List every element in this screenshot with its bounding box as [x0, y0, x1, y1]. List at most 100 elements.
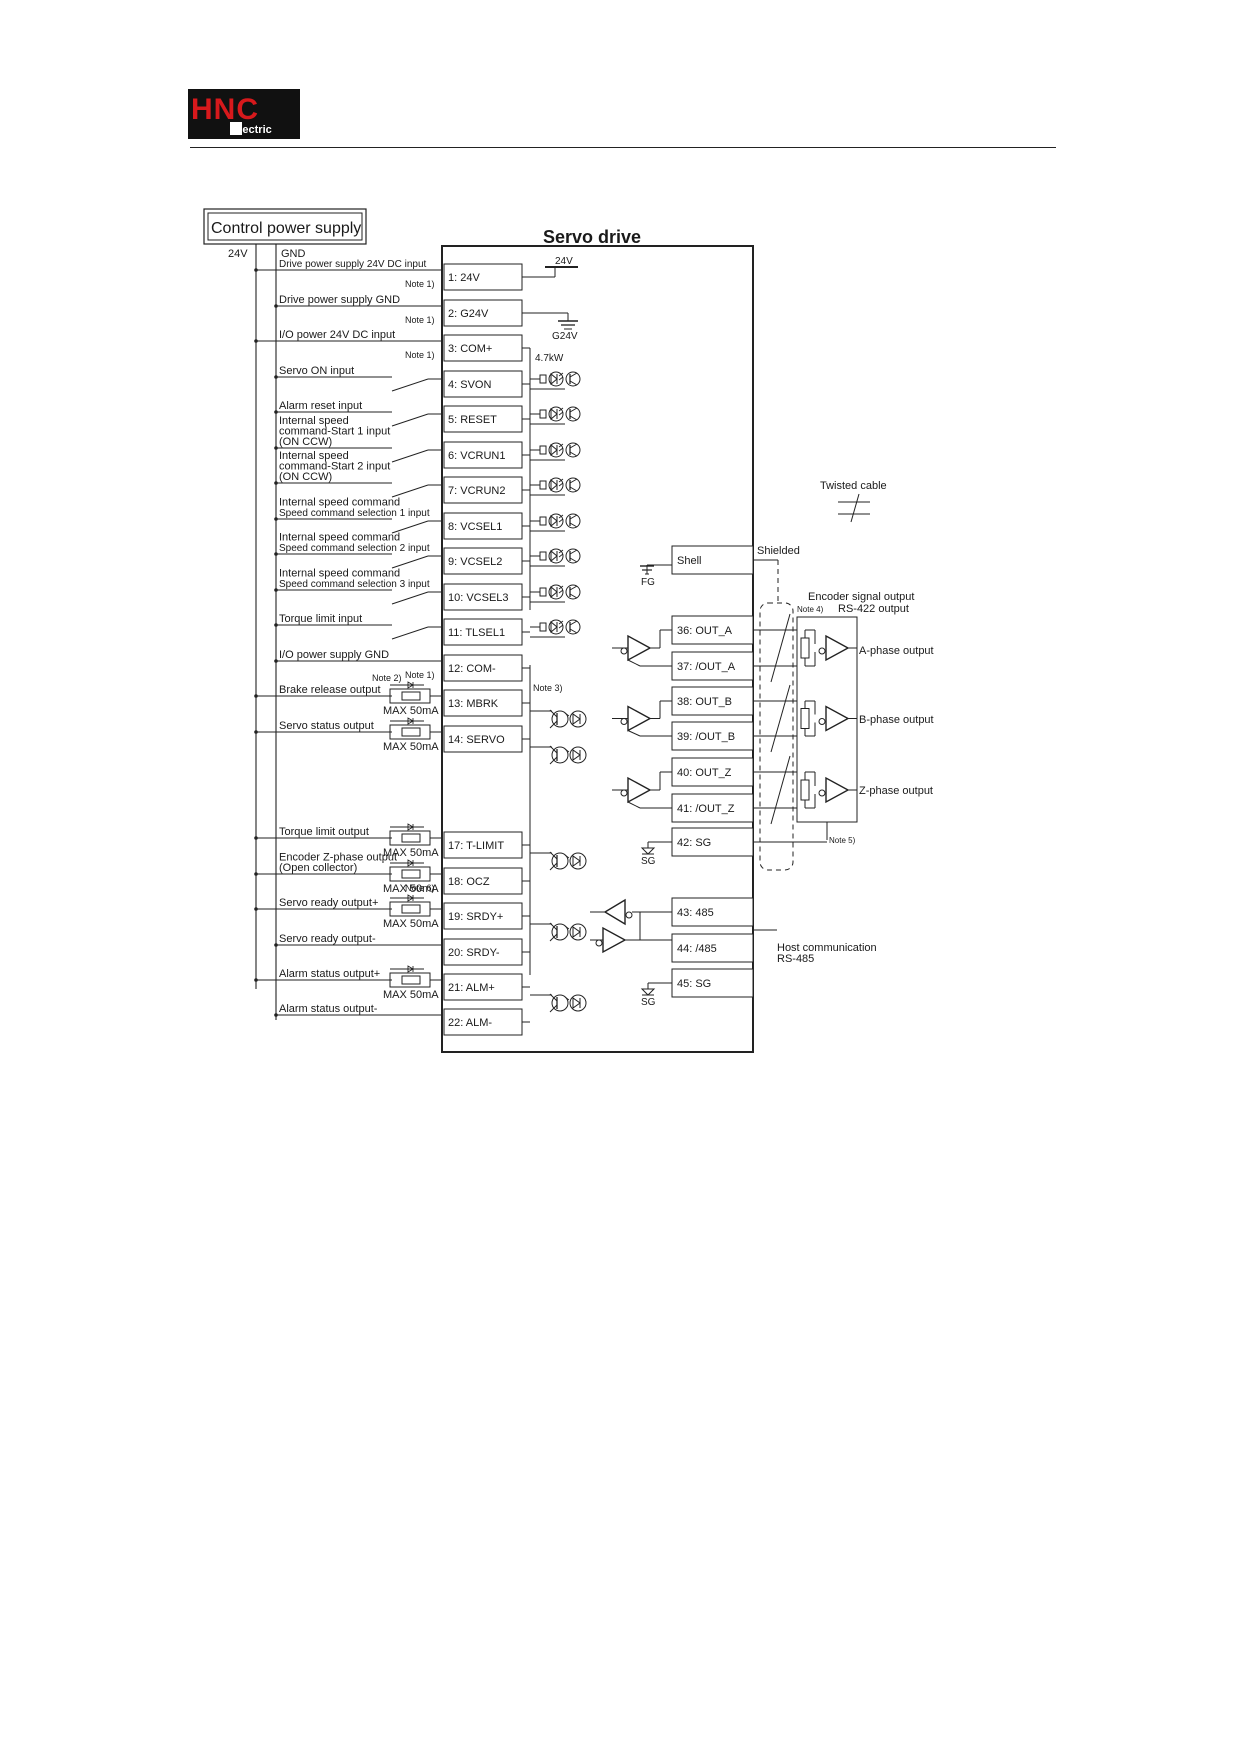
- terminal-box: [443, 902, 523, 930]
- host-comm-label: Host communication: [777, 942, 877, 954]
- switch-blade: [391, 413, 429, 427]
- shield-dashed-enclosure: [759, 602, 794, 871]
- terminal-box: [443, 725, 523, 753]
- terminal-box: [443, 654, 523, 682]
- encoder-receivers: [818, 635, 849, 803]
- terminal-label: 10: VCSEL3: [448, 592, 509, 604]
- optocoupler-output: [549, 851, 587, 871]
- max-current-label: MAX 50mA: [383, 847, 439, 859]
- signal-name: Alarm status output-: [279, 1003, 378, 1015]
- max-current-label: MAX 50mA: [383, 705, 439, 717]
- encoder-title: Encoder signal output: [808, 591, 914, 603]
- signal-name: I/O power 24V DC input: [279, 329, 395, 341]
- receiver-buffer: [818, 635, 849, 661]
- terminal-box: [671, 615, 754, 645]
- resistor-label: 4.7kW: [535, 353, 564, 364]
- terminal-label: 9: VCSEL2: [448, 556, 502, 568]
- terminal-label: 8: VCSEL1: [448, 521, 502, 533]
- optocoupler-input: [539, 548, 581, 564]
- signal-name: Internal speed command: [279, 532, 400, 544]
- line-driver-2: [612, 755, 857, 825]
- terminal-label: 14: SERVO: [448, 734, 505, 746]
- terminal-22: 22: ALM- Alarm status output-: [274, 1003, 530, 1036]
- driver-inv: [627, 730, 641, 737]
- sg-symbol-45: [641, 982, 655, 996]
- junction-dot: [274, 375, 278, 379]
- twisted-legend-stroke: [850, 493, 860, 523]
- signal-name: (ON CCW): [279, 471, 332, 483]
- optocoupler-input: [539, 371, 581, 387]
- terminal-box: [671, 793, 754, 823]
- terminal-label: 13: MBRK: [448, 698, 499, 710]
- junction-dot: [274, 588, 278, 592]
- terminal-label: 6: VCRUN1: [448, 450, 505, 462]
- optocoupler-input: [539, 406, 581, 422]
- signal-name: Internal speed: [279, 415, 349, 427]
- receiver-buffer: [818, 705, 849, 732]
- logo-e-box: [230, 122, 242, 135]
- switch-blade: [391, 378, 429, 392]
- right-terminal: 41: /OUT_Z: [671, 793, 754, 823]
- signal-name: command-Start 1 input: [279, 426, 390, 438]
- switch-blade: [391, 520, 429, 534]
- servo-drive-box: [441, 245, 754, 1053]
- junction-dot: [274, 481, 278, 485]
- terminal-box: [443, 405, 523, 433]
- signal-name: Brake release output: [279, 684, 381, 696]
- terminal-label: 22: ALM-: [448, 1017, 492, 1029]
- signal-name: Servo ready output-: [279, 933, 376, 945]
- driver-buffer: [620, 705, 651, 732]
- driver-inv: [627, 659, 641, 667]
- signal-name: (Open collector): [279, 862, 357, 874]
- signal-name: Alarm status output+: [279, 968, 380, 980]
- note-label: Note 1): [405, 315, 435, 325]
- terminal-20: 20: SRDY-Servo ready output-: [274, 933, 530, 966]
- optocoupler-output: [549, 745, 587, 765]
- junction-dot: [274, 943, 278, 947]
- junction-dot: [274, 304, 278, 308]
- shielded-label: Shielded: [757, 545, 800, 557]
- terminal-label: 21: ALM+: [448, 982, 495, 994]
- twist-stroke: [770, 684, 791, 753]
- terminal-box: [443, 547, 523, 575]
- optocoupler-input: [539, 477, 581, 493]
- terminal-label: 41: /OUT_Z: [677, 803, 735, 815]
- line-driver-1: [612, 684, 857, 753]
- max-current-label: MAX 50mA: [383, 741, 439, 753]
- signal-name: Speed command selection 1 input: [279, 508, 430, 519]
- receiver-buffer: [818, 777, 849, 803]
- terminal-box: [443, 299, 523, 327]
- right-terminal: Shell: [671, 545, 754, 575]
- terminal-box: [671, 827, 754, 857]
- fg-label: FG: [641, 577, 655, 588]
- signal-name: Alarm reset input: [279, 400, 362, 412]
- termination-resistor: [800, 779, 810, 801]
- terminal-label: 42: SG: [677, 837, 711, 849]
- optocoupler-output: [549, 993, 587, 1013]
- relay-symbol: [389, 894, 431, 917]
- driver-buffer: [620, 777, 651, 803]
- g24v-label: G24V: [552, 331, 578, 342]
- note3-label: Note 3): [533, 683, 563, 693]
- right-terminal: 39: /OUT_B: [671, 721, 754, 751]
- control-power-box-inner: [207, 212, 363, 241]
- terminal-box: [671, 757, 754, 787]
- signal-name: Servo ON input: [279, 365, 354, 377]
- note-label: Note 1): [405, 350, 435, 360]
- terminal-label: 37: /OUT_A: [677, 661, 736, 673]
- note-label: Note 1): [405, 670, 435, 680]
- signal-name: Drive power supply 24V DC input: [279, 259, 427, 270]
- terminal-label: 1: 24V: [448, 272, 480, 284]
- rs485-receiver: [604, 899, 633, 925]
- logo-main-text: HNC: [191, 93, 259, 126]
- switch-blade: [391, 449, 429, 463]
- terminal-box: [443, 938, 523, 966]
- signal-name: Drive power supply GND: [279, 294, 400, 306]
- switch-blade: [391, 591, 429, 605]
- phase-b-label: B-phase output: [859, 714, 934, 726]
